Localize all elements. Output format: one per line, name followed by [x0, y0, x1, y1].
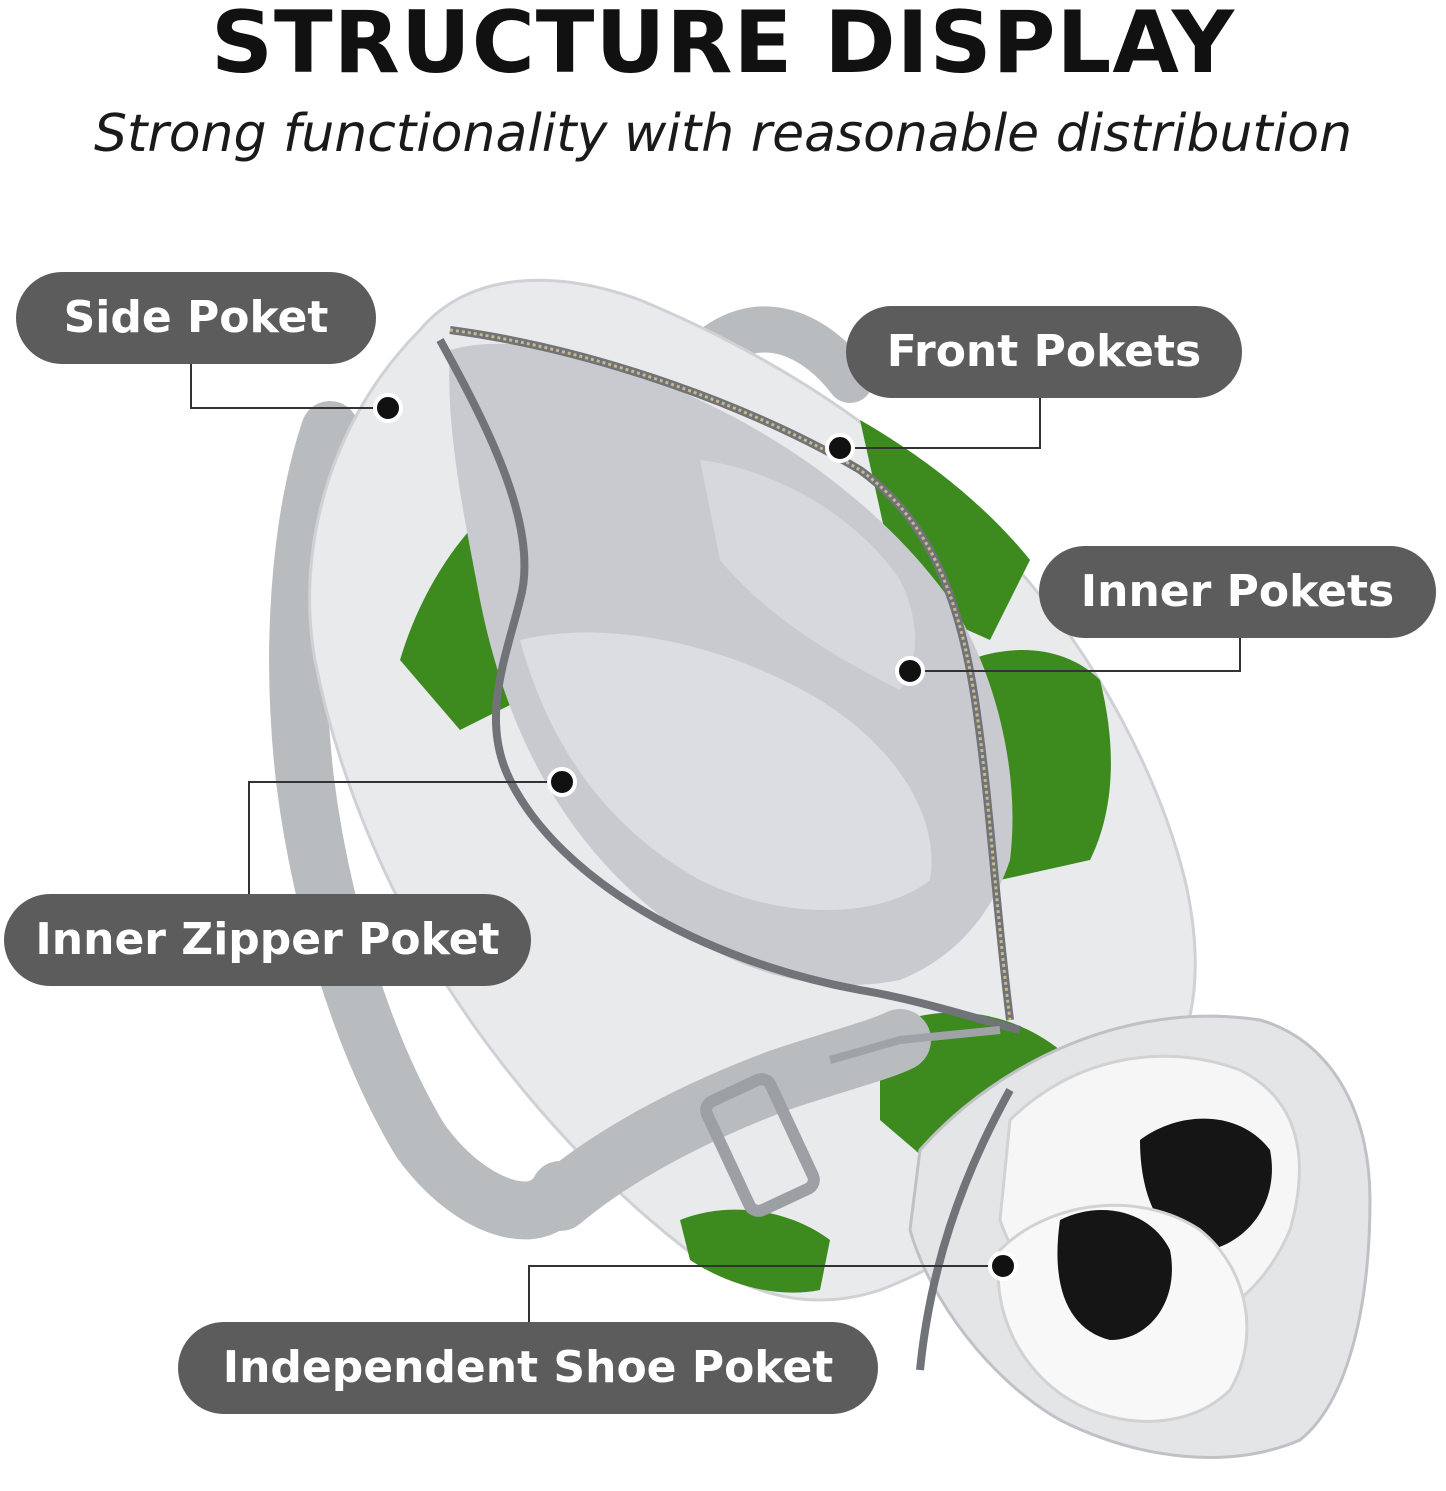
page-title: STRUCTURE DISPLAY — [211, 0, 1235, 93]
leader-line-shoe-pocket — [528, 1265, 1003, 1322]
green-patch — [680, 1209, 830, 1293]
label-front-pockets: Front Pokets — [846, 306, 1242, 398]
leader-line-front-pockets — [840, 398, 1041, 449]
strap-clip — [828, 1026, 1001, 1064]
inner-pocket-panel — [700, 460, 915, 690]
callout-dot — [825, 433, 855, 463]
label-inner-zipper-pocket: Inner Zipper Poket — [4, 894, 531, 986]
shoe-opening — [1057, 1210, 1172, 1340]
strap-buckle — [700, 1073, 820, 1217]
label-inner-pockets: Inner Pokets — [1039, 546, 1436, 638]
label-shoe-pocket: Independent Shoe Poket — [178, 1322, 878, 1414]
callout-dot — [373, 393, 403, 423]
inner-pocket-panel — [520, 632, 932, 910]
zipper-teeth — [449, 328, 1012, 1021]
zipper-track — [916, 1088, 1014, 1371]
callout-dot — [988, 1251, 1018, 1281]
leader-line-side-pocket — [190, 362, 388, 409]
zipper-track — [436, 338, 1021, 1034]
leader-line-inner-zipper — [248, 781, 562, 894]
page-subtitle: Strong functionality with reasonable dis… — [93, 104, 1353, 164]
label-side-pocket: Side Poket — [16, 272, 376, 364]
leader-line-inner-pockets — [910, 638, 1241, 672]
callout-dot — [547, 767, 577, 797]
callout-dot — [895, 656, 925, 686]
